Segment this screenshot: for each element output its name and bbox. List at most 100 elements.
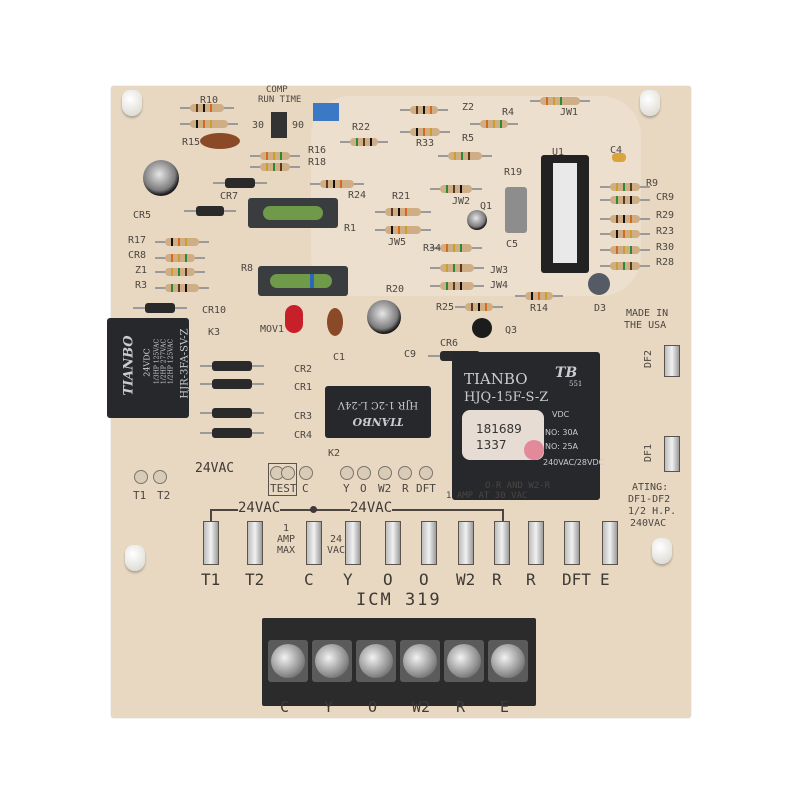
transistor-q1 [467, 210, 487, 230]
relay-rating: NO: 25A [545, 442, 579, 451]
test-point-o[interactable] [357, 466, 371, 480]
resistor [410, 128, 440, 136]
screw-label: W2 [412, 698, 431, 716]
label-r21: R21 [392, 191, 411, 202]
label-r30: R30 [656, 242, 675, 253]
label-jw1: JW1 [560, 107, 579, 118]
label-cr6: CR6 [440, 338, 459, 349]
spade-terminal-c[interactable] [306, 521, 322, 565]
resistor-r8-pad [258, 266, 348, 296]
relay-brand: TIANBO [352, 415, 404, 428]
relay-rating: 1/2HP 125VAC [167, 338, 175, 385]
screw-terminal-w2[interactable] [403, 644, 437, 678]
spade-terminal-w2[interactable] [458, 521, 474, 565]
label-r19: R19 [504, 167, 523, 178]
test-box [268, 463, 297, 496]
resistor [440, 185, 472, 193]
screw-terminal-o[interactable] [359, 644, 393, 678]
relay-code: 551 [569, 380, 583, 388]
label-r28: R28 [656, 257, 675, 268]
spade-label: E [600, 570, 610, 589]
resistor [610, 196, 640, 204]
label-r9: R9 [646, 178, 659, 189]
tp-label: DFT [416, 482, 436, 495]
label-r15: R15 [182, 137, 201, 148]
resistor [165, 268, 195, 276]
df1-connector[interactable] [664, 436, 680, 472]
test-label: TEST [270, 482, 297, 495]
sticker: 181689 1337 [462, 410, 544, 460]
test-point-c[interactable] [299, 466, 313, 480]
relay-coil: VDC [552, 410, 570, 419]
label-q1: Q1 [480, 201, 493, 212]
label-u1: U1 [552, 147, 565, 158]
resistor [480, 120, 508, 128]
relay-brand: TIANBO [464, 370, 528, 388]
resistor [190, 104, 224, 112]
label-c5: C5 [506, 239, 519, 250]
screw-terminal-e[interactable] [491, 644, 525, 678]
spade-label: R [492, 570, 502, 589]
capacitor-c4 [612, 153, 626, 162]
spade-terminal-t1[interactable] [203, 521, 219, 565]
spade-terminal-t2[interactable] [247, 521, 263, 565]
resistor [385, 208, 421, 216]
trace [502, 509, 504, 523]
resistor [350, 138, 378, 146]
relay-brand: TIANBO [121, 335, 137, 396]
amp-max-label: 1 [283, 523, 290, 534]
tp-label: C [302, 482, 309, 495]
test-point-y[interactable] [340, 466, 354, 480]
capacitor-c5 [505, 187, 527, 233]
relay-coil: 24VDC [142, 348, 152, 377]
standoff-post [122, 90, 142, 116]
t2-label: T2 [157, 489, 171, 502]
diode [145, 303, 175, 313]
trace [210, 509, 402, 511]
junction [310, 506, 317, 513]
label-k3: K3 [208, 327, 221, 338]
standoff-post [652, 538, 672, 564]
spade-terminal-dft[interactable] [564, 521, 580, 565]
test-point-dft[interactable] [419, 466, 433, 480]
diode [225, 178, 255, 188]
label-jw3: JW3 [490, 265, 509, 276]
screw-terminal-y[interactable] [315, 644, 349, 678]
label-r29: R29 [656, 210, 675, 221]
df2-connector[interactable] [664, 345, 680, 377]
transistor-d3 [588, 273, 610, 295]
spade-terminal-r[interactable] [528, 521, 544, 565]
label-r1: R1 [344, 223, 357, 234]
spade-terminal-o[interactable] [385, 521, 401, 565]
relay-rating: 1/2HP 277VAC [160, 338, 168, 385]
test-point[interactable] [281, 466, 295, 480]
label-r33: R33 [416, 138, 435, 149]
test-point-r[interactable] [398, 466, 412, 480]
label-r8: R8 [241, 263, 254, 274]
label-cr9: CR9 [656, 192, 675, 203]
screw-terminal-c[interactable] [271, 644, 305, 678]
spade-terminal-o[interactable] [421, 521, 437, 565]
label-z1: Z1 [135, 265, 148, 276]
resistor [525, 292, 553, 300]
diode [212, 428, 252, 438]
test-point-w2[interactable] [378, 466, 392, 480]
resistor [165, 238, 199, 246]
label-r25: R25 [436, 302, 455, 313]
capacitor-c1 [327, 308, 343, 336]
spade-terminal-e[interactable] [602, 521, 618, 565]
label-r20: R20 [386, 284, 405, 295]
rating-label: DF1-DF2 [628, 494, 671, 505]
spade-terminal-y[interactable] [345, 521, 361, 565]
sticker-number: 1337 [476, 438, 507, 452]
label-cr7: CR7 [220, 191, 239, 202]
label-r17: R17 [128, 235, 147, 246]
rating-label: ATING: [632, 482, 669, 493]
spade-label: DFT [562, 570, 591, 589]
label-r22: R22 [352, 122, 371, 133]
capacitor [143, 160, 179, 196]
resistor [610, 215, 640, 223]
jumper-run-time[interactable] [271, 112, 287, 138]
spade-terminal-r[interactable] [494, 521, 510, 565]
screw-terminal-r[interactable] [447, 644, 481, 678]
